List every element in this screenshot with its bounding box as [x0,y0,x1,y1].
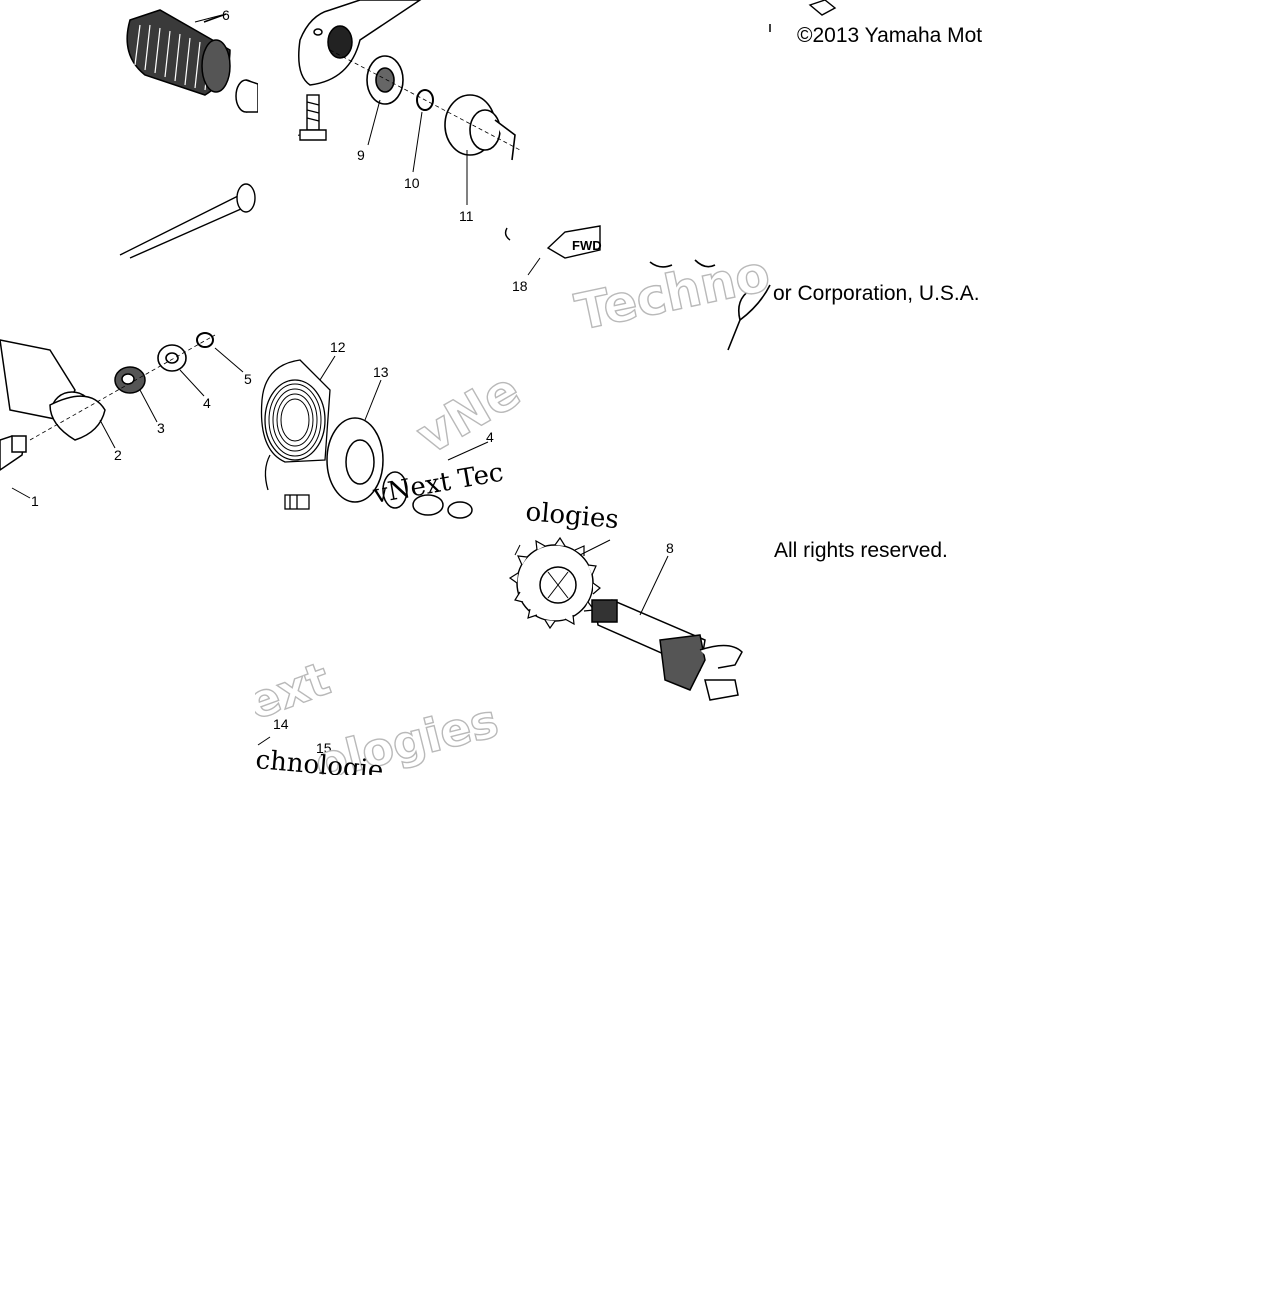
callout-10: 10 [404,175,420,191]
callout-2: 2 [114,447,122,463]
copyright-line-3: All rights reserved. [774,539,948,562]
leaders-mid-left [11,347,244,499]
part-7-bolt [299,94,327,141]
callout-15: 14 [273,716,289,732]
part-10-clip [416,89,434,111]
callout-3: 3 [157,420,165,436]
part-6-grip [126,9,231,96]
watermark-text: ologies [524,497,620,535]
callout-14: 4 [486,429,494,445]
callout-9: 9 [357,147,365,163]
part-2-boss [49,395,106,441]
copyright-line-1: ©2013 Yamaha Mot [797,24,983,47]
part-gear [508,536,601,630]
part-arm [298,0,422,86]
callout-11: 11 [459,208,474,224]
fwd-label: FWD [572,238,602,253]
callout-13: 13 [373,364,389,380]
part-13-ring [326,417,384,503]
part-shift-rod [119,183,256,259]
callout-17: 15 [316,740,332,756]
watermark: Techno vNe ext ologies vNext Tec ologies… [240,243,776,791]
copyright-line-2: or Corporation, U.S.A. [773,282,980,305]
part-fork [649,259,771,351]
callout-1: 1 [31,493,39,509]
fwd-arrow-icon: FWD [546,225,602,259]
callout-4: 4 [203,395,211,411]
callout-5: 5 [244,371,252,387]
callout-8: 8 [666,540,674,556]
leaders-top [194,14,541,276]
part-12-spring [260,359,331,491]
watermark-text: Techno [570,244,774,342]
callout-12: 12 [330,339,346,355]
part-9-washer [366,55,404,105]
part-3-nut [114,366,146,394]
part-5-clip [196,332,214,348]
part-8-kick-shaft [591,599,743,701]
part-small-bolt [284,494,310,510]
part-top-clip [808,0,837,16]
part-mid-washer [382,471,473,519]
callout-6: 6 [222,7,230,23]
part-bushing [235,79,259,113]
callout-18: 18 [512,278,528,294]
leaders-low [257,539,669,746]
watermark-text: vNe [407,361,530,465]
part-4-washer [157,344,187,372]
leaders-mid [319,355,489,461]
part-11-collar [444,94,516,161]
